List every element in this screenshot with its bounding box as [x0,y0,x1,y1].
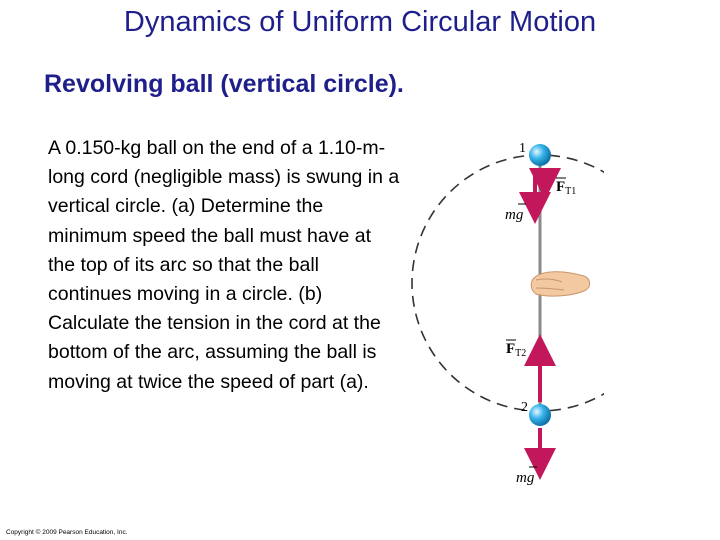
weight-label-bottom: mg [516,470,535,486]
slide-title: Dynamics of Uniform Circular Motion [123,6,597,38]
tension-label-bottom: FT2 [506,341,526,359]
problem-text: A 0.150-kg ball on the end of a 1.10-m-l… [48,137,400,393]
weight-label-top: mg [505,207,524,223]
copyright-notice: Copyright © 2009 Pearson Education, Inc. [6,529,128,536]
point-label-top: 1 [519,141,526,156]
slide-subtitle: Revolving ball (vertical circle). [44,70,404,98]
ball-bottom [529,404,551,426]
point-label-bottom: 2 [521,400,528,415]
vertical-circle-figure: 1 2 mg FT1 FT2 mg [411,141,604,486]
tension-label-top: FT1 [556,179,576,197]
hand-icon [530,271,591,297]
ball-top [529,144,551,166]
